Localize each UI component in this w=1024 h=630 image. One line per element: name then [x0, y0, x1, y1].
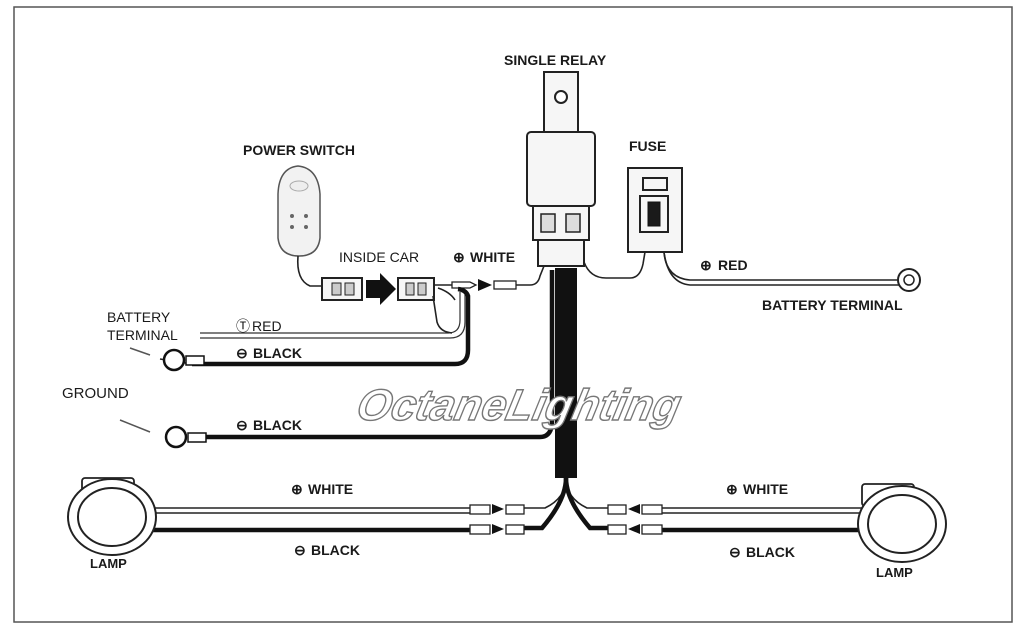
label-black-2: BLACK — [253, 417, 302, 433]
symbol-negative-right-lamp: ⊖ — [729, 544, 741, 560]
label-fuse: FUSE — [629, 138, 666, 154]
label-battery-left: BATTERY — [107, 309, 171, 325]
ground-ring-2 — [164, 425, 188, 449]
switch-connector-female — [397, 277, 435, 301]
title-single-relay: SINGLE RELAY — [504, 52, 607, 68]
symbol-negative-1: ⊖ — [236, 345, 248, 361]
label-ground: GROUND — [62, 385, 129, 402]
relay-to-fuse-wire — [583, 251, 646, 279]
relay-mount-hole — [554, 90, 568, 104]
label-black-left-lamp: BLACK — [311, 542, 360, 558]
switch-lead — [296, 255, 323, 287]
watermark: OctaneLighting — [353, 381, 686, 429]
connect-arrow — [366, 273, 396, 305]
label-white-left-lamp: WHITE — [308, 481, 353, 497]
symbol-positive-left-lamp: ⊕ — [291, 481, 303, 497]
relay-body — [526, 131, 596, 207]
label-black-right-lamp: BLACK — [746, 544, 795, 560]
label-lamp-right: LAMP — [876, 565, 913, 580]
label-inside-car: INSIDE CAR — [339, 249, 419, 265]
right-connectors — [607, 504, 663, 535]
symbol-positive-right-lamp: ⊕ — [726, 481, 738, 497]
symbol-negative-2: ⊖ — [236, 417, 248, 433]
label-battery-terminal-right: BATTERY TERMINAL — [762, 297, 903, 313]
diagram-frame — [13, 6, 1013, 623]
symbol-positive-red: ⊕ — [700, 257, 712, 273]
white-wire-to-relay — [516, 265, 545, 286]
symbol-negative-left-lamp: ⊖ — [294, 542, 306, 558]
lamp-right — [857, 483, 947, 563]
relay-socket-base — [537, 239, 585, 267]
label-black-1: BLACK — [253, 345, 302, 361]
relay — [526, 71, 596, 267]
label-terminal-left: TERMINAL — [107, 327, 178, 343]
lamp-left — [67, 477, 157, 556]
fuse-element — [647, 201, 661, 227]
symbol-positive-top: ⊕ — [453, 249, 465, 265]
white-wire-arrow — [478, 279, 492, 291]
fuse — [627, 167, 683, 253]
inside-car-connectors — [321, 273, 435, 305]
switch-body — [277, 165, 321, 257]
label-white-top: WHITE — [470, 249, 515, 265]
switch-connector-male — [321, 277, 363, 301]
label-red-right: RED — [718, 257, 748, 273]
ground-ring-1 — [162, 348, 186, 372]
harness-trunk — [555, 268, 577, 478]
symbol-positive-outline: Ⓣ — [236, 318, 250, 334]
label-power-switch: POWER SWITCH — [243, 142, 355, 158]
left-connectors — [469, 504, 525, 535]
label-white-right-lamp: WHITE — [743, 481, 788, 497]
power-switch — [277, 165, 323, 287]
black-ground-wire-1 — [192, 286, 471, 367]
label-red-left: RED — [252, 318, 282, 334]
black-ground-wire-2 — [204, 270, 555, 440]
label-lamp-left: LAMP — [90, 556, 127, 571]
